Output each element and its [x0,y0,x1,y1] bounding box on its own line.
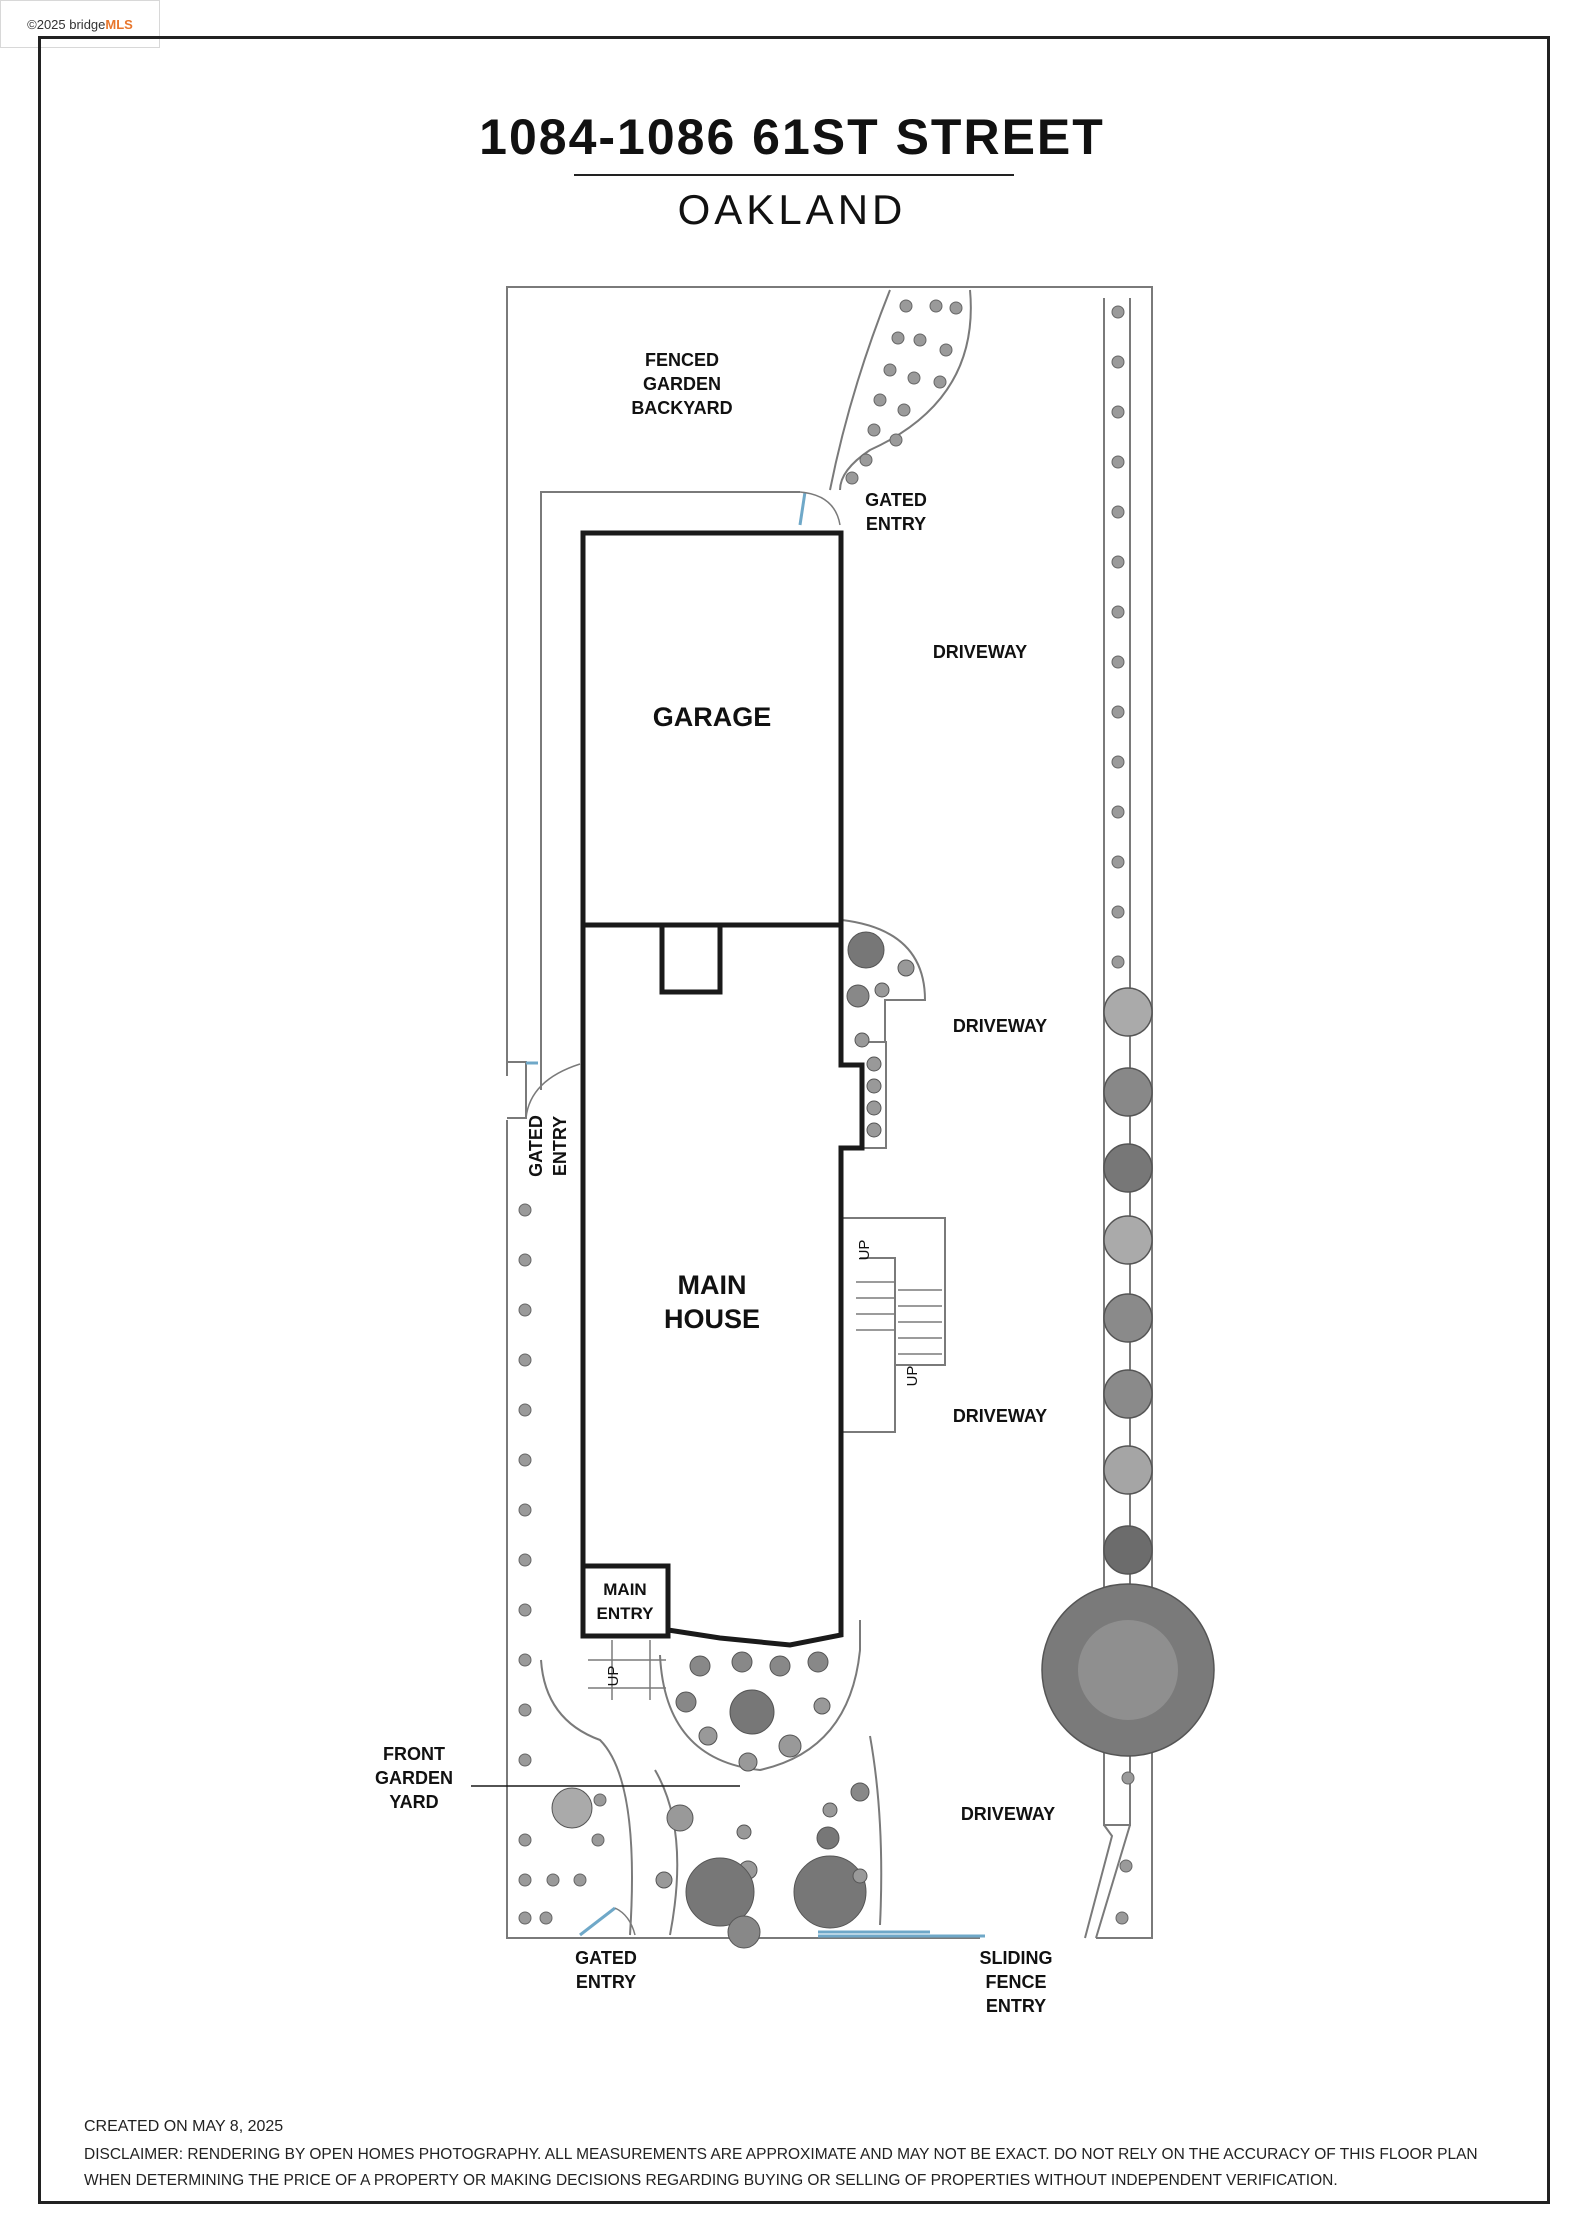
watermark-prefix: ©2025 bridge [27,16,106,32]
label-front-garden-yard: FRONT GARDEN YARD [374,1744,453,1812]
label-main-entry: MAIN ENTRY [596,1580,654,1623]
lot-boundary [506,286,1153,1939]
created-date: CREATED ON MAY 8, 2025 [84,2118,284,2135]
gate-markers [526,491,985,1938]
right-large-shrubs [1041,987,1215,1757]
page-frame [38,36,1550,2204]
label-driveway-4: DRIVEWAY [960,1804,1056,1824]
label-driveway-3: DRIVEWAY [952,1406,1048,1426]
label-main-house: MAIN HOUSE [663,1270,761,1334]
label-up-2: UP [904,1365,921,1387]
label-gated-entry-bottom: GATED ENTRY [575,1948,637,1992]
building-walls [580,530,865,1648]
property-address-title: 1084-1086 61ST STREET [479,109,1105,165]
label-up-1: UP [856,1239,873,1261]
label-up-3: UP [605,1665,622,1687]
notch-planter-shrubs [846,931,915,1138]
label-gated-entry-top: GATED ENTRY [865,490,927,534]
watermark-brand: MLS [105,16,133,32]
stair-treads [588,1281,942,1700]
title-divider [574,174,1014,176]
right-hedge-shrubs [1111,305,1135,1925]
label-gated-entry-side: GATED ENTRY [526,1115,570,1177]
city-subtitle: OAKLAND [677,186,907,233]
disclaimer-line-2: WHEN DETERMINING THE PRICE OF A PROPERTY… [84,2172,1338,2189]
label-sliding-fence-entry: SLIDING FENCE ENTRY [979,1948,1053,2016]
front-garden-shrubs [551,1651,870,1949]
gate-swing-arcs [525,491,841,1936]
back-garden-shrubs [845,299,963,485]
side-path-shrubs [518,1203,607,1925]
label-driveway-1: DRIVEWAY [932,642,1028,662]
label-garage: GARAGE [652,702,772,732]
label-fenced-garden-backyard: FENCED GARDEN BACKYARD [631,350,733,418]
label-driveway-2: DRIVEWAY [952,1016,1048,1036]
disclaimer-line-1: DISCLAIMER: RENDERING BY OPEN HOMES PHOT… [84,2146,1478,2163]
